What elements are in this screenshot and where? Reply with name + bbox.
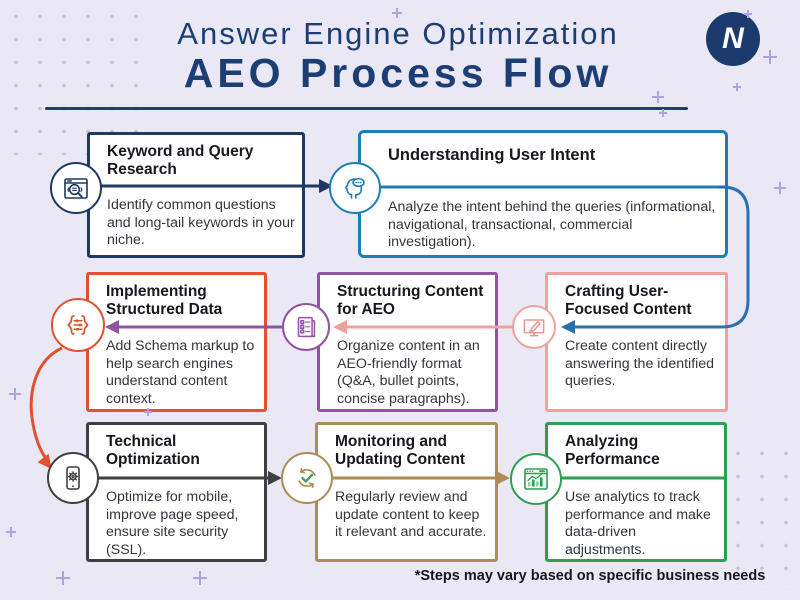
step-title: Crafting User-Focused Content <box>565 283 692 318</box>
brand-logo: N <box>706 12 760 66</box>
step-box-structured-data: Implementing Structured Data Add Schema … <box>86 272 267 412</box>
analytics-chart-icon <box>510 453 562 505</box>
step-body: Use analytics to track performance and m… <box>565 489 711 558</box>
step-body: Optimize for mobile, improve page speed,… <box>106 489 239 558</box>
step-body: Add Schema markup to help search engines… <box>106 338 255 407</box>
checklist-icon <box>282 303 330 351</box>
step-title: Keyword and Query Research <box>107 143 254 178</box>
page-title: AEO Process Flow <box>183 50 613 96</box>
mobile-gear-icon <box>47 452 99 504</box>
step-body: Organize content in an AEO-friendly form… <box>337 338 480 407</box>
header-underline <box>45 107 688 110</box>
step-box-crafting-content: Crafting User-Focused Content Create con… <box>545 272 728 412</box>
step-box-user-intent: Understanding User Intent Analyze the in… <box>358 130 728 258</box>
schema-braces-icon <box>51 298 105 352</box>
refresh-check-icon <box>281 452 333 504</box>
monitor-pencil-icon <box>512 305 556 349</box>
step-title: Technical Optimization <box>106 433 200 468</box>
browser-search-icon <box>50 162 102 214</box>
step-title: Structuring Content for AEO <box>337 283 484 318</box>
step-box-structuring-content: Structuring Content for AEO Organize con… <box>317 272 498 412</box>
step-title: Monitoring and Updating Content <box>335 433 466 468</box>
step-box-keyword-research: Keyword and Query Research Identify comm… <box>87 132 305 258</box>
step-body: Create content directly answering the id… <box>565 338 715 390</box>
curve-step5-to-step6 <box>29 346 63 461</box>
step-title: Understanding User Intent <box>388 146 596 164</box>
step-body: Identify common questions and long-tail … <box>107 197 295 249</box>
step-title: Implementing Structured Data <box>106 283 223 318</box>
footnote: *Steps may vary based on specific busine… <box>414 568 766 584</box>
step-body: Analyze the intent behind the queries (i… <box>388 199 716 251</box>
step-box-monitoring: Monitoring and Updating Content Regularl… <box>315 422 498 562</box>
step-body: Regularly review and update content to k… <box>335 489 487 541</box>
step-box-analyzing-performance: Analyzing Performance Use analytics to t… <box>545 422 727 562</box>
header-subtitle: Answer Engine Optimization <box>177 16 619 51</box>
arrowhead <box>268 471 282 485</box>
arrowhead <box>496 471 510 485</box>
step-box-technical-optimization: Technical Optimization Optimize for mobi… <box>86 422 267 562</box>
head-speech-icon <box>329 162 381 214</box>
step-title: Analyzing Performance <box>565 433 660 468</box>
